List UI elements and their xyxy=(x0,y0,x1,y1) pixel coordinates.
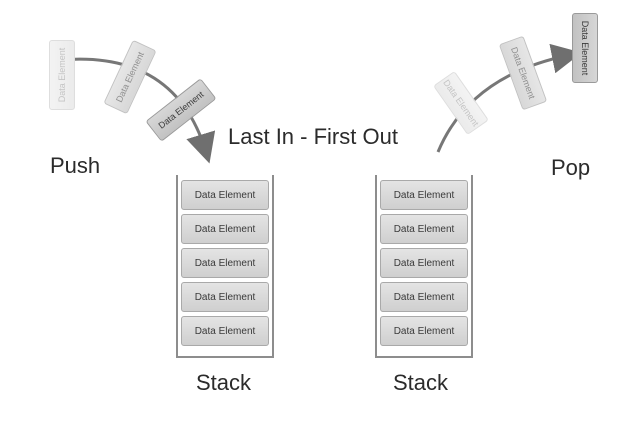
left-stack: Data Element Data Element Data Element D… xyxy=(176,175,274,358)
push-label: Push xyxy=(50,153,101,178)
stack-element: Data Element xyxy=(380,214,468,244)
pop-element-mid: Data Element xyxy=(498,35,548,111)
pop-element-exiting: Data Element xyxy=(572,13,598,83)
stack-element: Data Element xyxy=(380,180,468,210)
stack-element: Data Element xyxy=(181,214,269,244)
stack-element: Data Element xyxy=(181,180,269,210)
push-element-ghost: Data Element xyxy=(49,40,75,110)
pop-element-ghost: Data Element xyxy=(433,70,489,136)
right-stack-label: Stack xyxy=(393,370,449,395)
push-element-mid: Data Element xyxy=(103,39,157,115)
stack-element: Data Element xyxy=(380,282,468,312)
diagram-title: Last In - First Out xyxy=(228,124,398,149)
stack-element: Data Element xyxy=(380,316,468,346)
right-stack: Data Element Data Element Data Element D… xyxy=(375,175,473,358)
push-element-entering: Data Element xyxy=(145,78,217,142)
stack-element: Data Element xyxy=(181,316,269,346)
stack-element: Data Element xyxy=(380,248,468,278)
stack-element: Data Element xyxy=(181,248,269,278)
stack-element: Data Element xyxy=(181,282,269,312)
pop-label: Pop xyxy=(551,155,591,180)
left-stack-label: Stack xyxy=(196,370,252,395)
